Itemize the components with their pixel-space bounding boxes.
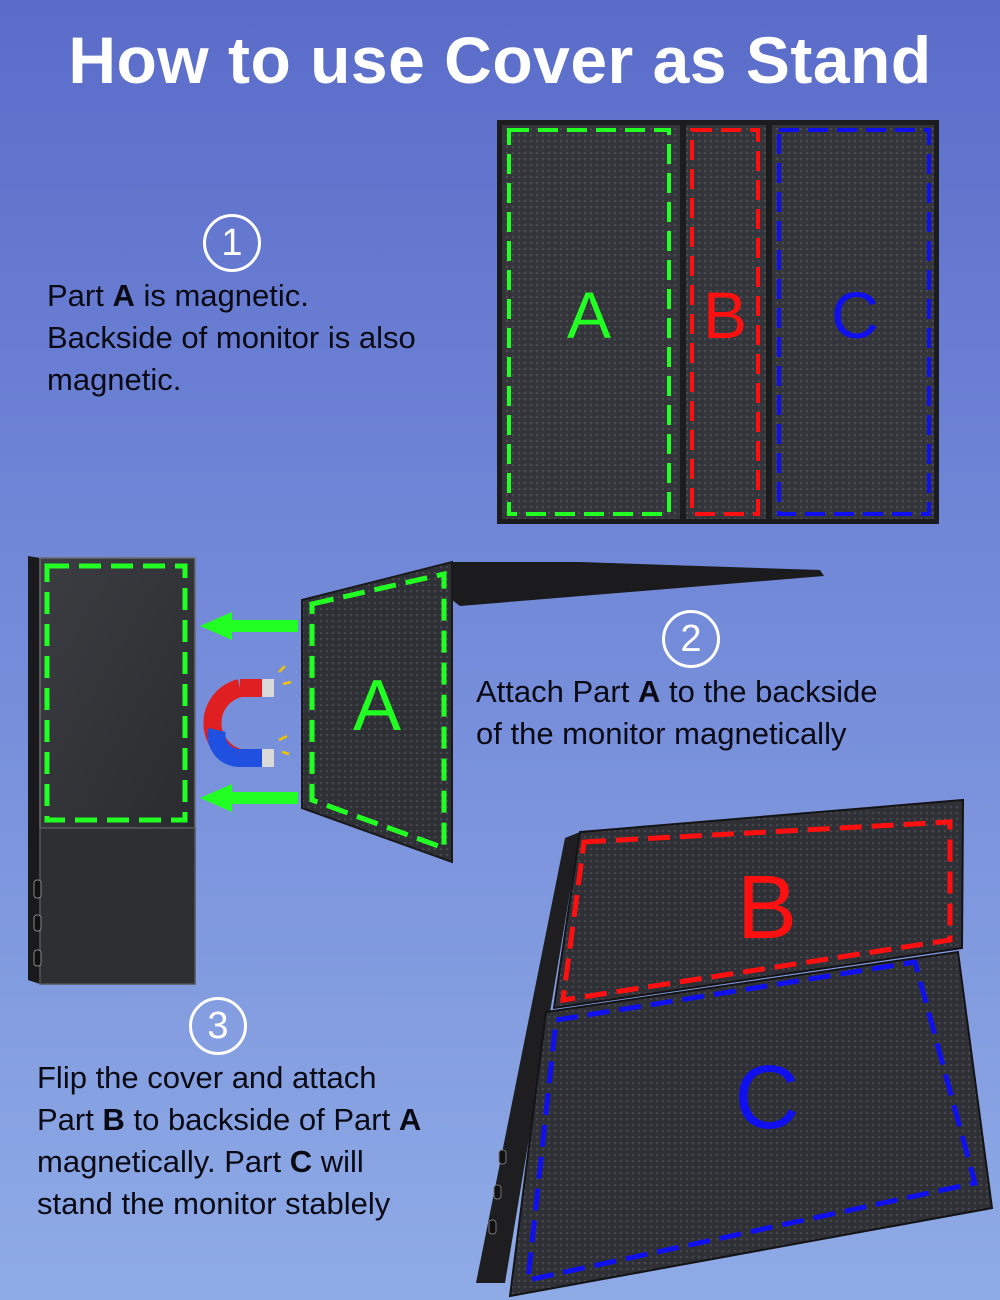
monitor-stand-base xyxy=(39,827,196,985)
label-part-a: A xyxy=(567,278,611,352)
folded-cover: A xyxy=(301,560,824,864)
cover-top-flap xyxy=(450,562,824,606)
label-part-c-stand: C xyxy=(735,1048,800,1148)
arrow-left-icon xyxy=(200,784,298,812)
part-b-outline-stand xyxy=(560,819,953,1003)
step-3-line-3: magnetically. Part C will xyxy=(37,1144,364,1179)
unfolded-cover: A B C xyxy=(497,120,939,524)
cover-panel-a xyxy=(502,125,680,519)
label-part-c: C xyxy=(831,278,879,352)
stand-panel-c xyxy=(508,950,994,1298)
usb-c-port-icon xyxy=(493,1184,502,1200)
part-c-outline-stand xyxy=(525,959,979,1284)
arrow-left-icon xyxy=(200,612,298,640)
usb-c-port-icon xyxy=(33,879,42,899)
part-b-outline xyxy=(690,128,760,516)
step-3-line-1: Flip the cover and attach xyxy=(37,1060,377,1095)
page-title: How to use Cover as Stand xyxy=(68,23,932,97)
part-a-outline xyxy=(507,128,671,516)
step-1-line-1: Part A is magnetic. xyxy=(47,278,309,313)
monitor-on-stand: B C xyxy=(476,798,994,1298)
monitor-backside xyxy=(28,556,196,985)
label-part-b: B xyxy=(703,278,747,352)
step-1-number: 1 xyxy=(203,214,261,272)
magnet-icon xyxy=(203,665,292,767)
step-2-number: 2 xyxy=(662,610,720,668)
step-2-text: Attach Part A to the backside of the mon… xyxy=(476,671,878,755)
label-part-a-tilted: A xyxy=(353,666,401,746)
usb-c-port-icon xyxy=(33,949,42,967)
step-1-line-2: Backside of monitor is also xyxy=(47,320,416,355)
monitor-edge xyxy=(476,832,580,1283)
step-1-line-3: magnetic. xyxy=(47,362,182,397)
cover-panel-a-tilted xyxy=(301,560,453,864)
step-3-number: 3 xyxy=(189,997,247,1055)
cover-panel-b xyxy=(686,125,766,519)
monitor-magnetic-area xyxy=(44,563,188,823)
usb-c-port-icon xyxy=(33,914,42,932)
step-3-text: Flip the cover and attach Part B to back… xyxy=(37,1057,421,1225)
stand-panel-b xyxy=(552,798,965,1010)
step-1-text: Part A is magnetic. Backside of monitor … xyxy=(47,275,416,401)
part-a-outline-tilted xyxy=(309,570,447,852)
usb-c-port-icon xyxy=(488,1219,497,1235)
step-2-line-1: Attach Part A to the backside xyxy=(476,674,878,709)
part-c-outline xyxy=(777,128,931,516)
monitor-panel xyxy=(39,557,196,829)
cover-panel-c xyxy=(772,125,934,519)
step-2-line-2: of the monitor magnetically xyxy=(476,716,847,751)
step-3-line-4: stand the monitor stablely xyxy=(37,1186,391,1221)
label-part-b-stand: B xyxy=(737,858,797,958)
usb-c-port-icon xyxy=(498,1149,507,1165)
step-3-line-2: Part B to backside of Part A xyxy=(37,1102,422,1137)
